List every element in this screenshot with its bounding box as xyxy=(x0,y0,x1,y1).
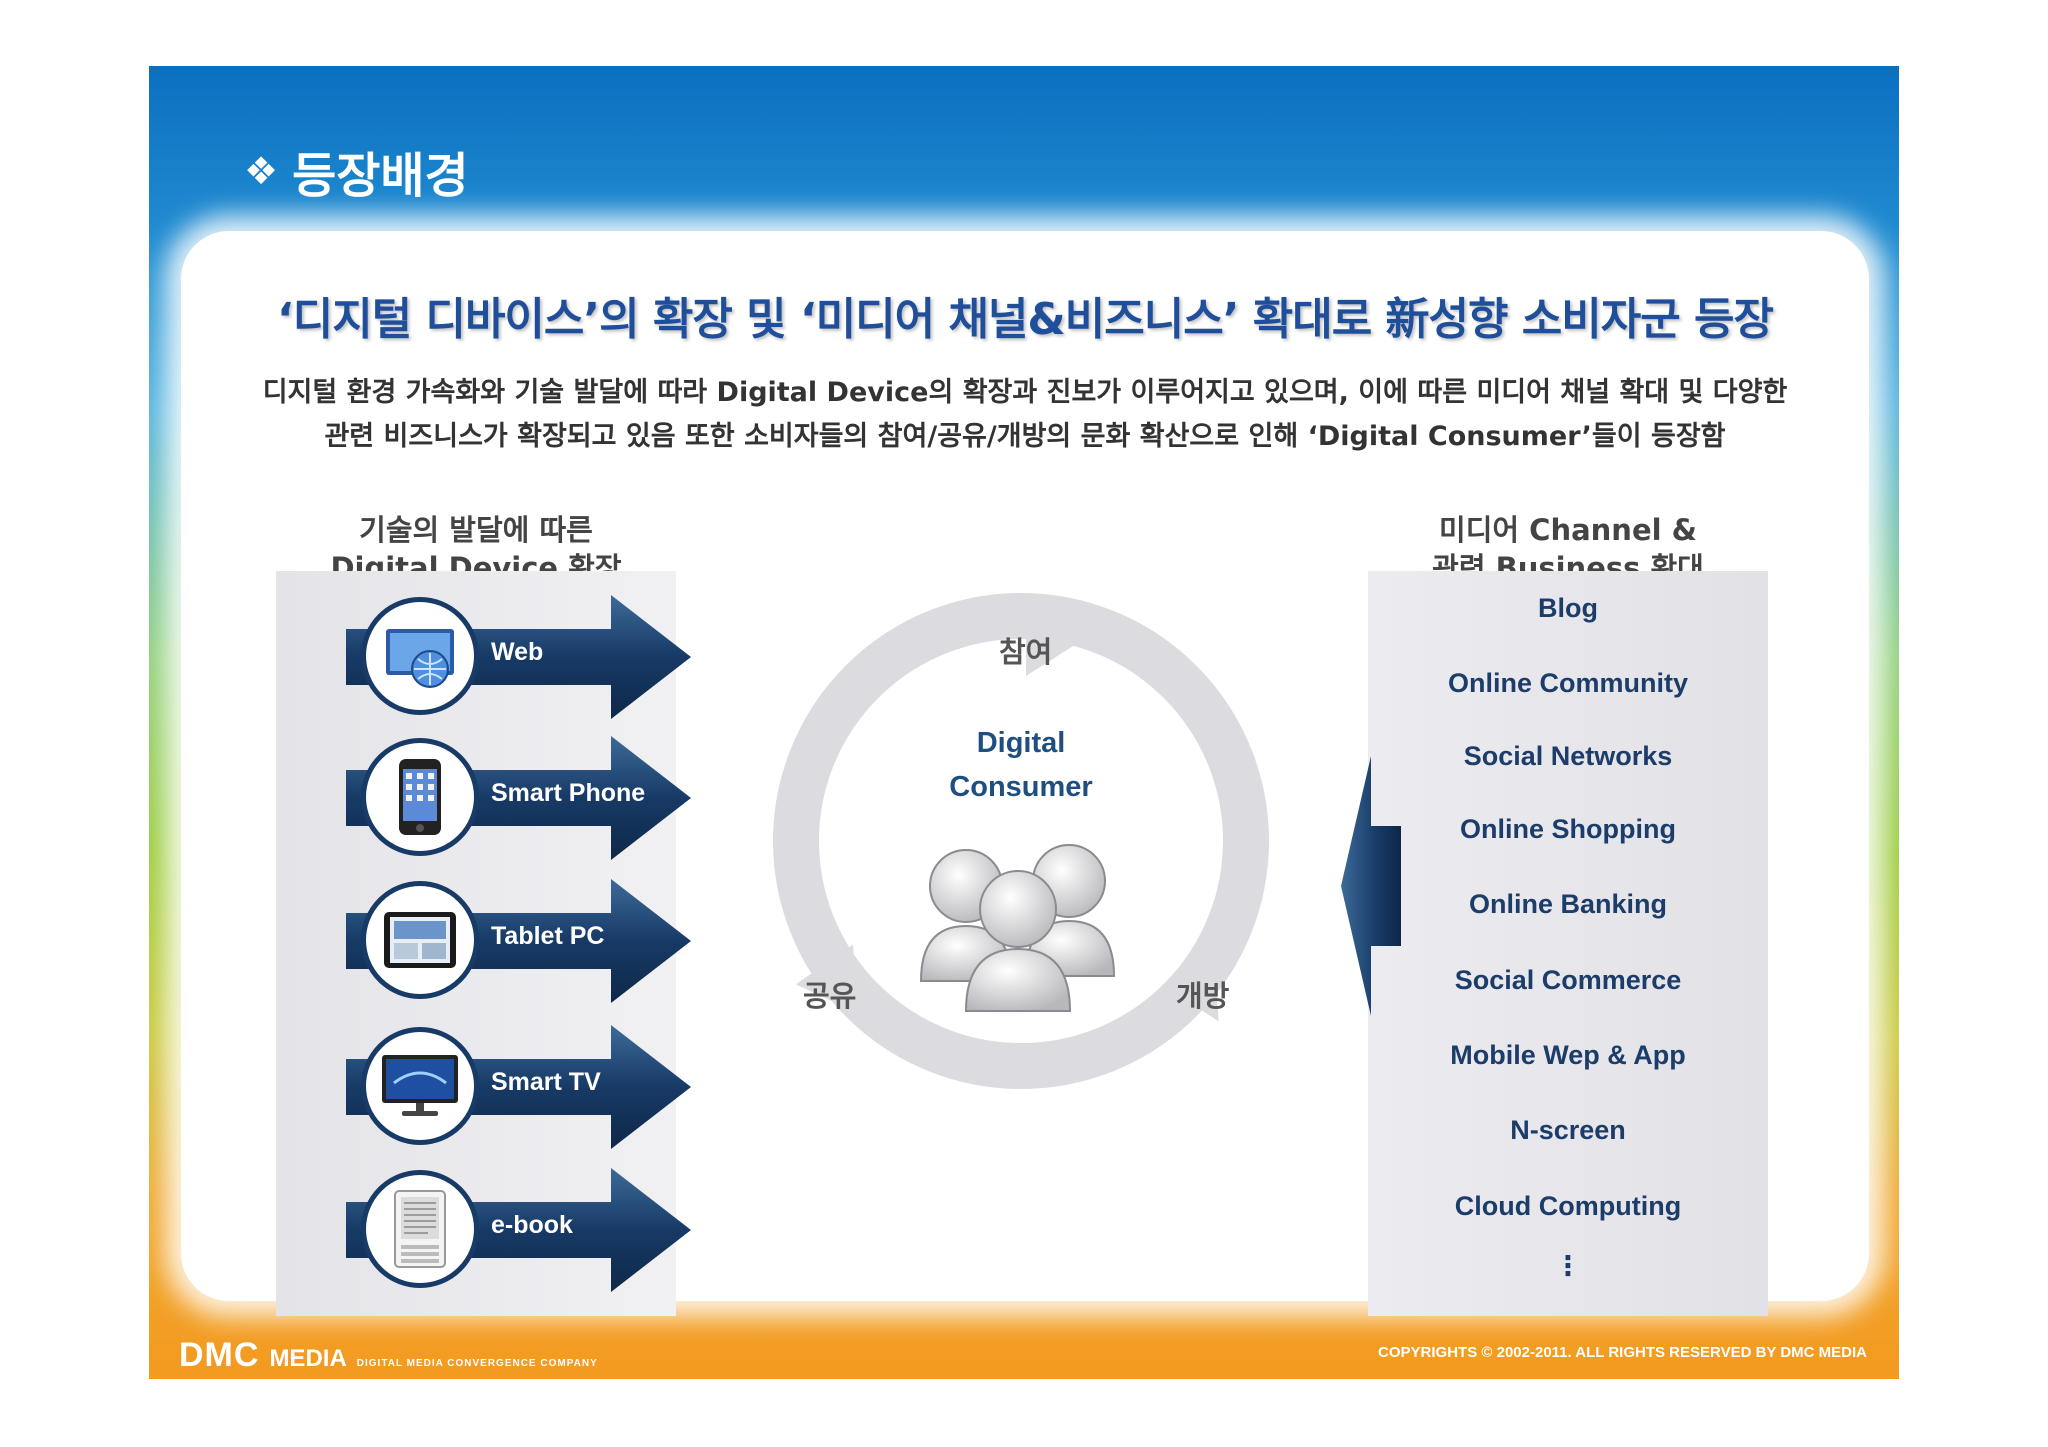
logo-dmc: DMC xyxy=(179,1336,260,1374)
channel-online-shopping: Online Shopping xyxy=(1460,814,1676,844)
channel-more-ellipsis: ⋮ xyxy=(1554,1251,1582,1281)
content-panel: ‘디지털 디바이스’의 확장 및 ‘미디어 채널&비즈니스’ 확대로 新성향 소… xyxy=(181,231,1869,1316)
left-column-title: 기술의 발달에 따른 Digital Device 확장 xyxy=(276,511,676,587)
company-logo: DMC MEDIA DIGITAL MEDIA CONVERGENCE COMP… xyxy=(179,1336,598,1375)
arrow-right-icon xyxy=(346,879,691,1003)
device-label: Smart TV xyxy=(491,1068,601,1096)
users-group-icon xyxy=(919,844,1116,1012)
channel-cloud-computing: Cloud Computing xyxy=(1454,1191,1682,1221)
left-title-line-1: 기술의 발달에 따른 xyxy=(359,513,593,547)
device-label: Web xyxy=(491,638,544,666)
channel-mobile-web-app: Mobile Wep & App xyxy=(1450,1040,1686,1070)
channel-n-screen: N-screen xyxy=(1510,1115,1626,1145)
channel-online-banking: Online Banking xyxy=(1468,889,1668,919)
ebook-reader-icon xyxy=(361,1170,479,1288)
digital-consumer-title: Digital Consumer xyxy=(901,721,1141,809)
logo-tagline: DIGITAL MEDIA CONVERGENCE COMPANY xyxy=(356,1358,598,1369)
device-label: Smart Phone xyxy=(491,779,646,807)
device-label: Tablet PC xyxy=(491,922,605,950)
description-line-2: 관련 비즈니스가 확장되고 있음 또한 소비자들의 참여/공유/개방의 문화 확… xyxy=(324,421,1726,452)
device-item-ebook: e-book xyxy=(346,1168,691,1298)
device-item-tablet-pc: Tablet PC xyxy=(346,879,691,1009)
slide: ❖ 등장배경 ‘디지털 디바이스’의 확장 및 ‘미디어 채널&비즈니스’ 확대… xyxy=(149,66,1899,1379)
smartphone-icon xyxy=(361,738,479,856)
section-title: ❖ 등장배경 xyxy=(244,136,469,206)
description: 디지털 환경 가속화와 기술 발달에 따라 Digital Device의 확장… xyxy=(181,371,1869,459)
cycle-arrow-left-icon xyxy=(795,944,860,1014)
cycle-label-sharing: 공유 xyxy=(803,979,857,1013)
channel-social-commerce: Social Commerce xyxy=(1454,965,1682,995)
logo-media: MEDIA xyxy=(269,1345,347,1372)
device-item-smart-phone: Smart Phone xyxy=(346,736,691,866)
cycle-label-openness: 개방 xyxy=(1176,979,1230,1013)
device-item-web: Web xyxy=(346,595,691,725)
cycle-arrow-right-icon xyxy=(1162,954,1219,1022)
device-label: e-book xyxy=(491,1211,573,1239)
section-title-text: 등장배경 xyxy=(292,148,469,204)
cycle-label-participation: 참여 xyxy=(999,635,1053,669)
channel-column-background xyxy=(1368,571,1768,1316)
arrow-right-icon xyxy=(346,1025,691,1149)
copyright-notice: COPYRIGHTS © 2002-2011. ALL RIGHTS RESER… xyxy=(1378,1344,1867,1361)
arrow-right-icon xyxy=(346,595,691,719)
description-line-1: 디지털 환경 가속화와 기술 발달에 따라 Digital Device의 확장… xyxy=(262,377,1788,408)
digital-consumer-line-1: Digital xyxy=(976,727,1066,759)
right-title-line-1: 미디어 Channel & xyxy=(1439,513,1697,547)
channel-social-networks: Social Networks xyxy=(1463,741,1673,771)
tablet-icon xyxy=(361,881,479,999)
web-monitor-icon xyxy=(361,597,479,715)
diamond-bullet-icon: ❖ xyxy=(244,149,279,193)
device-item-smart-tv: Smart TV xyxy=(346,1025,691,1155)
channel-blog: Blog xyxy=(1538,593,1598,623)
cycle-arrow-top-icon xyxy=(1026,606,1081,676)
tv-icon xyxy=(361,1027,479,1145)
cycle-diagram xyxy=(773,593,1269,1089)
arrow-right-icon xyxy=(346,736,691,860)
arrow-right-icon xyxy=(346,1168,691,1292)
arrow-left-icon xyxy=(1341,756,1401,1016)
channel-online-community: Online Community xyxy=(1447,668,1688,698)
headline: ‘디지털 디바이스’의 확장 및 ‘미디어 채널&비즈니스’ 확대로 新성향 소… xyxy=(277,294,1774,345)
digital-consumer-line-2: Consumer xyxy=(949,771,1093,803)
